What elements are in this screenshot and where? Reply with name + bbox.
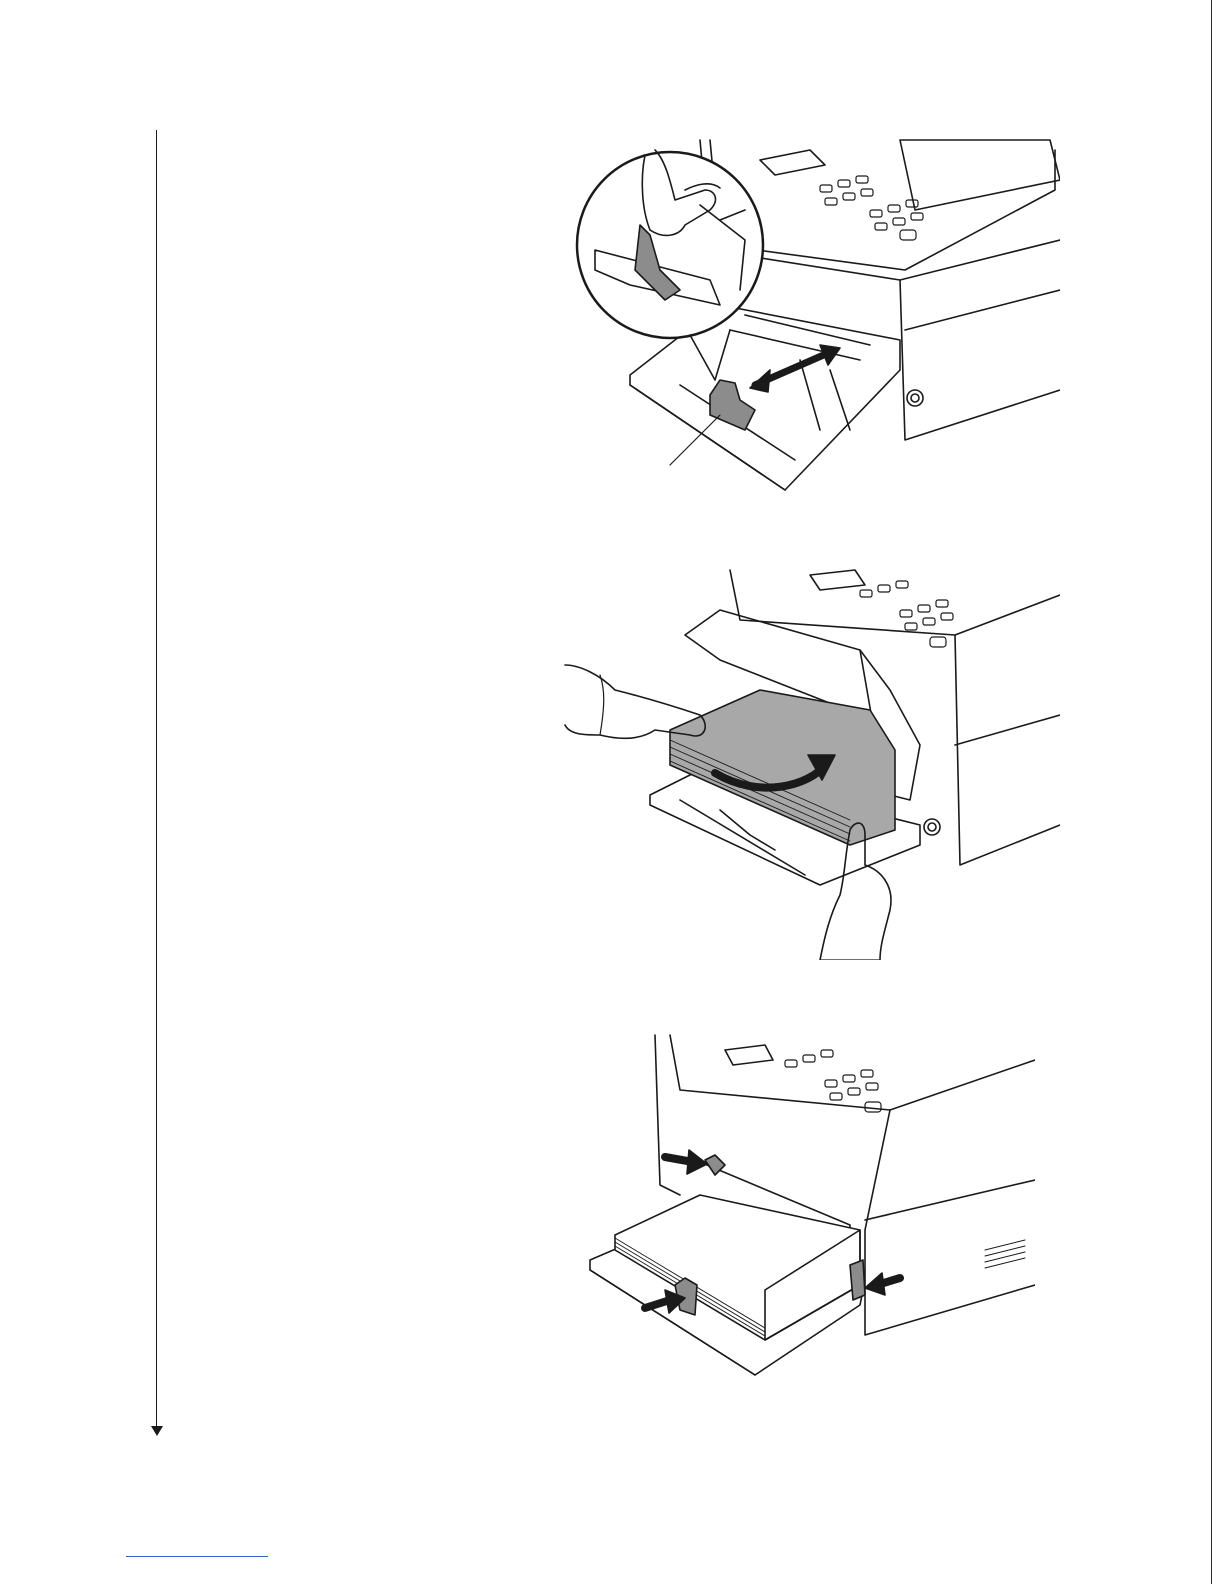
- page-edge-rule: [1211, 0, 1212, 1584]
- illustration-step-2: [560, 565, 1060, 960]
- paper-width-guide: [670, 380, 755, 465]
- printer-body: [700, 140, 1060, 440]
- illustration-step-3: [585, 1030, 1035, 1385]
- footer-link-rule: [126, 1556, 268, 1557]
- procedure-flow-arrow-icon: [151, 1426, 163, 1436]
- paper-stack: [615, 1195, 860, 1340]
- double-arrow-icon: [750, 345, 840, 392]
- paper-stack: [670, 690, 895, 845]
- illustration-step-1: [570, 130, 1060, 495]
- procedure-flow-line: [156, 130, 157, 1426]
- magnifier-callout: [577, 150, 763, 380]
